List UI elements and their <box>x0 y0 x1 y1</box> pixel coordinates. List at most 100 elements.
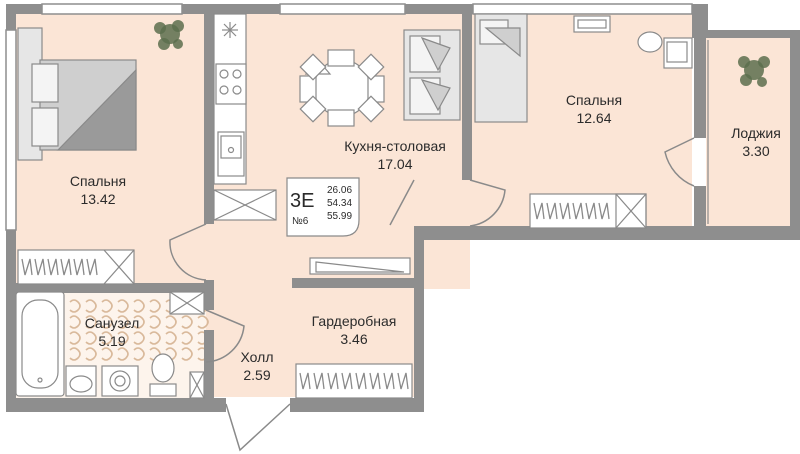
tile-mark <box>117 299 129 313</box>
hanger-glyph <box>327 372 339 390</box>
hanger-glyph <box>355 372 367 390</box>
tile-mark <box>101 347 113 361</box>
tile-mark <box>85 331 97 345</box>
door-swing-icon <box>389 179 415 226</box>
tile-mark <box>149 315 161 329</box>
hanger-glyph <box>397 372 409 390</box>
room-name: Лоджия <box>731 125 781 141</box>
hanger-glyph <box>299 372 311 390</box>
hangers-icon <box>295 363 413 399</box>
vent-shaft-icon <box>615 193 647 229</box>
window-left-wall <box>5 29 17 231</box>
wall-outer-top-2 <box>405 4 473 14</box>
wall-loggia-top <box>692 30 798 38</box>
hanger-glyph <box>369 372 381 390</box>
tile-mark <box>181 331 193 345</box>
hanger-glyph <box>34 258 46 276</box>
room-label-loggia: Лоджия 3.30 <box>716 124 796 160</box>
tile-mark <box>69 299 81 313</box>
tile-mark <box>149 299 161 313</box>
tile-mark <box>69 331 81 345</box>
tile-mark <box>197 315 209 329</box>
wall-outer-top-1 <box>182 4 280 14</box>
tile-mark <box>133 331 145 345</box>
vent-shaft-icon <box>189 371 205 399</box>
tile-mark <box>133 299 145 313</box>
bed-icon <box>17 27 137 161</box>
hanger-glyph <box>73 258 85 276</box>
living-area: 26.06 <box>327 185 353 196</box>
room-name: Холл <box>240 349 274 365</box>
wall-outer-bottom-right <box>290 398 424 412</box>
wall-outer-top-3 <box>692 4 708 38</box>
room-name: Спальня <box>69 173 127 189</box>
room-label-bedroom-right: Спальня 12.64 <box>546 91 642 127</box>
sofa-icon <box>403 29 461 121</box>
kitchen-hood-icon <box>222 22 238 38</box>
room-label-bedroom-left: Спальня 13.42 <box>50 172 146 208</box>
hanger-glyph <box>546 202 558 220</box>
desk-icon <box>637 31 693 69</box>
tile-mark <box>85 315 97 329</box>
wall-outer-bottom <box>6 398 226 412</box>
room-area: 13.42 <box>80 191 116 207</box>
tile-mark <box>133 347 145 361</box>
wall-bath-top <box>16 283 210 293</box>
floor-hall <box>206 289 292 397</box>
bathtub-icon <box>15 291 65 397</box>
wall-bedroom-right-left-low <box>694 186 706 228</box>
wall-bedroom-right-left <box>694 38 706 138</box>
door-swing-icon <box>205 309 245 363</box>
total-area-with-loggia: 55.99 <box>327 211 353 222</box>
room-area: 17.04 <box>377 156 413 172</box>
hanger-glyph <box>60 258 72 276</box>
wall-wardrobe-top <box>292 278 414 288</box>
tile-mark <box>101 331 113 345</box>
plant-icon <box>154 20 184 50</box>
doors <box>169 137 695 452</box>
tile-mark <box>117 331 129 345</box>
door-swing-icon <box>664 137 695 187</box>
hanger-glyph <box>559 202 571 220</box>
total-area: 54.34 <box>327 198 353 209</box>
hanger-glyph <box>572 202 584 220</box>
tile-mark <box>117 347 129 361</box>
tile-mark <box>165 315 177 329</box>
hanger-glyph <box>383 372 395 390</box>
wall-bath-right <box>204 330 214 400</box>
room-name: Санузел <box>84 315 140 331</box>
folding-board-icon <box>309 257 411 275</box>
room-area: 3.30 <box>742 143 770 159</box>
wall-partition-left <box>204 14 214 224</box>
window-kitchen <box>279 3 406 15</box>
toilet-icon <box>149 353 177 397</box>
wall-loggia-right <box>790 30 800 240</box>
dining-table-icon <box>299 49 385 127</box>
hanger-glyphs <box>21 202 610 390</box>
room-area: 12.64 <box>576 110 612 126</box>
tile-mark <box>85 299 97 313</box>
hanger-glyph <box>313 372 325 390</box>
hanger-glyph <box>47 258 59 276</box>
hanger-glyph <box>86 258 98 276</box>
tile-mark <box>69 315 81 329</box>
wall-kitchen-right <box>462 14 472 180</box>
tile-mark <box>69 347 81 361</box>
room-area: 2.59 <box>243 367 271 383</box>
wall-right-lower <box>414 226 424 412</box>
door-swing-icon <box>469 179 506 227</box>
door-swing-icon <box>225 403 291 452</box>
bed-icon <box>474 13 528 123</box>
tile-mark <box>117 315 129 329</box>
washing-machine-icon <box>101 365 139 397</box>
room-label-kitchen: Кухня-столовая 17.04 <box>320 137 470 173</box>
hanger-glyph <box>533 202 545 220</box>
apartment-areas: 26.06 54.34 55.99 <box>327 184 352 223</box>
room-name: Кухня-столовая <box>344 138 446 154</box>
tile-mark <box>181 347 193 361</box>
wall-partition-left-low <box>204 280 214 310</box>
apartment-number: №6 <box>292 216 309 227</box>
hanger-glyph <box>341 372 353 390</box>
tile-mark <box>181 315 193 329</box>
